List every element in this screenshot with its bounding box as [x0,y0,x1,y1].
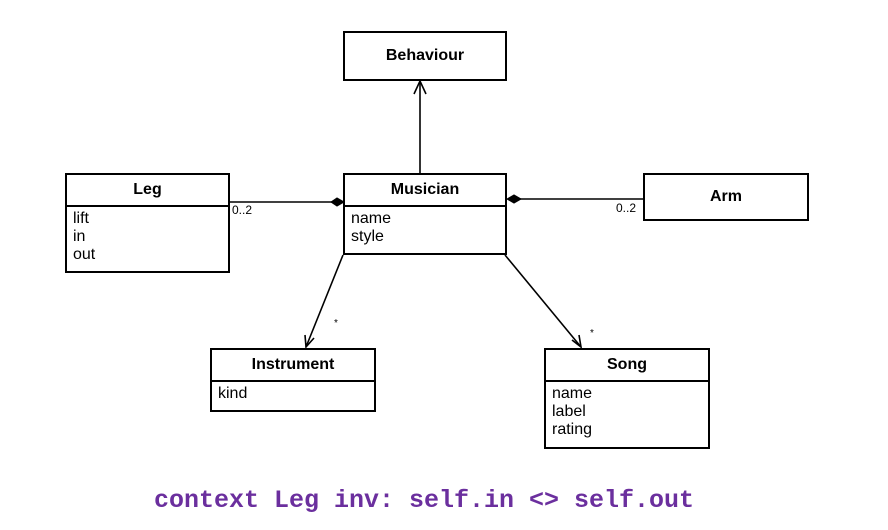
musician-song-edge [504,254,582,348]
attribute: name [351,210,392,227]
class-leg: Leg lift in out [65,173,230,273]
attribute-list: name style [345,205,505,246]
arm-composition-diamond [505,194,523,204]
song-multiplicity: * [590,328,594,339]
class-song: Song name label rating [544,348,710,449]
class-name: Leg [133,181,162,198]
class-instrument: Instrument kind [210,348,376,412]
class-name: Arm [709,188,742,205]
instrument-multiplicity: * [334,318,338,329]
class-behaviour: Behaviour [343,31,507,81]
musician-instrument-edge [305,254,344,348]
attribute: label [552,403,586,420]
ocl-constraint: context Leg inv: self.in <> self.out [153,486,695,515]
attribute-list: kind [212,380,374,403]
class-musician: Musician name style [343,173,507,255]
behaviour-arrowhead [413,79,427,95]
attribute-list: lift in out [67,205,228,264]
instrument-arrowhead [304,334,315,349]
attribute: name [552,385,593,402]
arm-multiplicity: 0..2 [616,201,637,215]
class-name: Instrument [251,356,335,373]
class-name: Song [607,356,647,373]
attribute: style [351,228,384,245]
attribute: kind [218,385,248,402]
class-arm: Arm [643,173,809,221]
attribute: in [73,228,86,245]
leg-multiplicity: 0..2 [232,203,253,217]
attribute-list: name label rating [546,380,708,439]
class-name: Behaviour [385,47,465,64]
attribute: lift [73,210,89,227]
attribute: rating [552,421,593,438]
class-name: Musician [390,181,460,198]
attribute: out [73,246,96,263]
song-arrowhead [571,334,583,349]
